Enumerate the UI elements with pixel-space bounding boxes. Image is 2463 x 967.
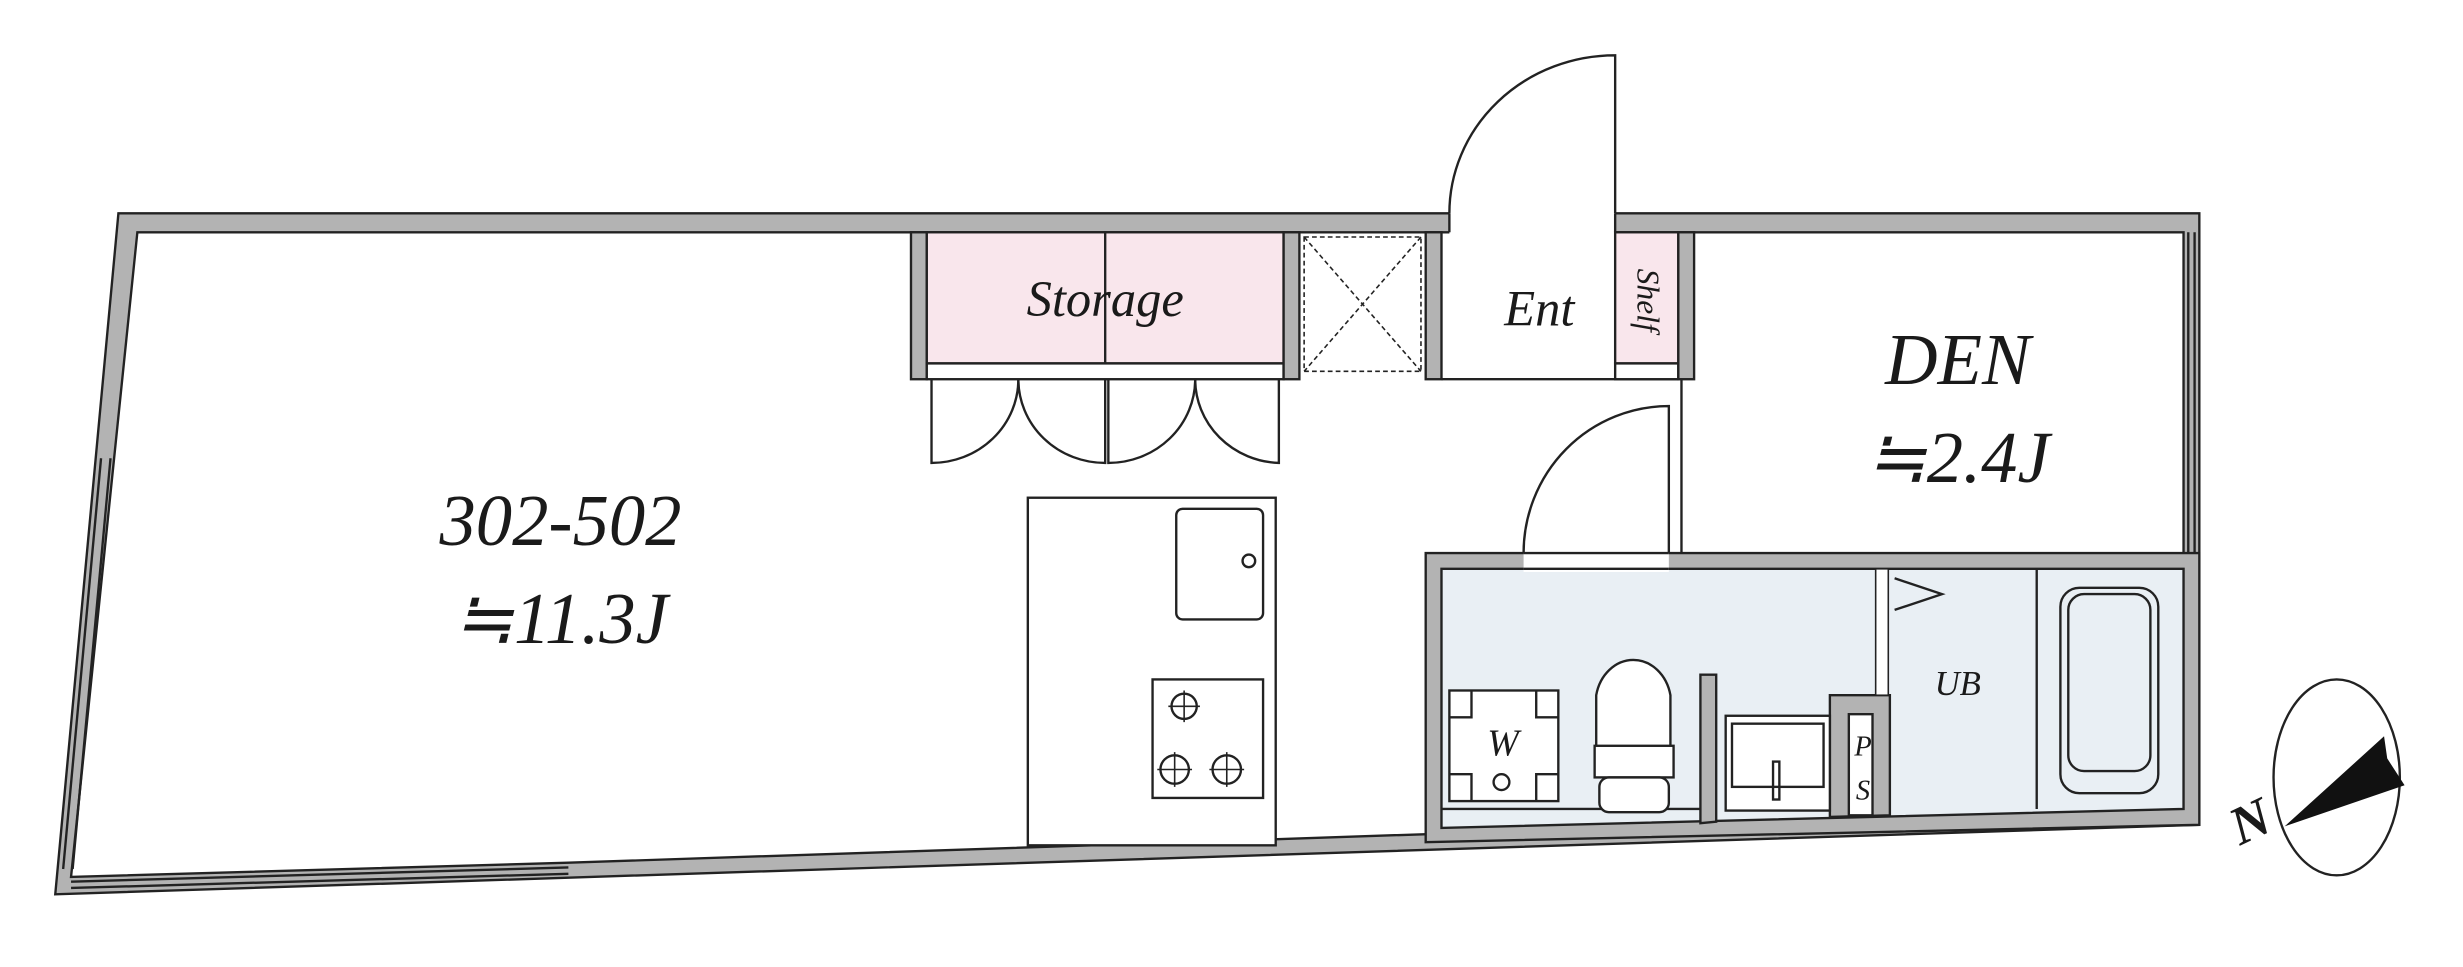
window-left <box>61 458 112 870</box>
entrance-label: Ent <box>1503 280 1576 336</box>
bath-label: UB <box>1935 664 1981 703</box>
washroom-door[interactable] <box>1522 404 1671 554</box>
wash-basin <box>1724 714 1832 812</box>
bath-door[interactable] <box>1894 577 1946 612</box>
window-right <box>2187 232 2196 554</box>
shelf-label: Shelf <box>1630 269 1665 336</box>
washer: W <box>1448 689 1560 803</box>
window-bottom <box>71 866 569 890</box>
storage-wall-left <box>909 231 928 381</box>
north-compass: N <box>2219 678 2405 877</box>
den-area: ≒2.4J <box>1866 417 2054 498</box>
main-room-area: ≒11.3J <box>453 578 672 659</box>
unit-number: 302-502 <box>438 480 681 561</box>
svg-text:S: S <box>1856 776 1870 807</box>
stove <box>1151 678 1265 800</box>
den-name: DEN <box>1884 319 2034 400</box>
storage-label: Storage <box>1027 271 1184 327</box>
bathtub <box>2035 568 2160 809</box>
shaft <box>1303 236 1422 373</box>
storage-doors[interactable] <box>930 379 1281 465</box>
pipe-space <box>1847 713 1874 817</box>
svg-text:W: W <box>1487 722 1522 764</box>
entrance-door[interactable] <box>1448 54 1617 214</box>
toilet <box>1593 658 1675 814</box>
shelf <box>1613 231 1680 365</box>
kitchen-counter <box>1026 496 1277 847</box>
kitchen-sink <box>1175 507 1265 621</box>
svg-text:P: P <box>1853 731 1871 762</box>
north-label: N <box>2219 785 2282 857</box>
